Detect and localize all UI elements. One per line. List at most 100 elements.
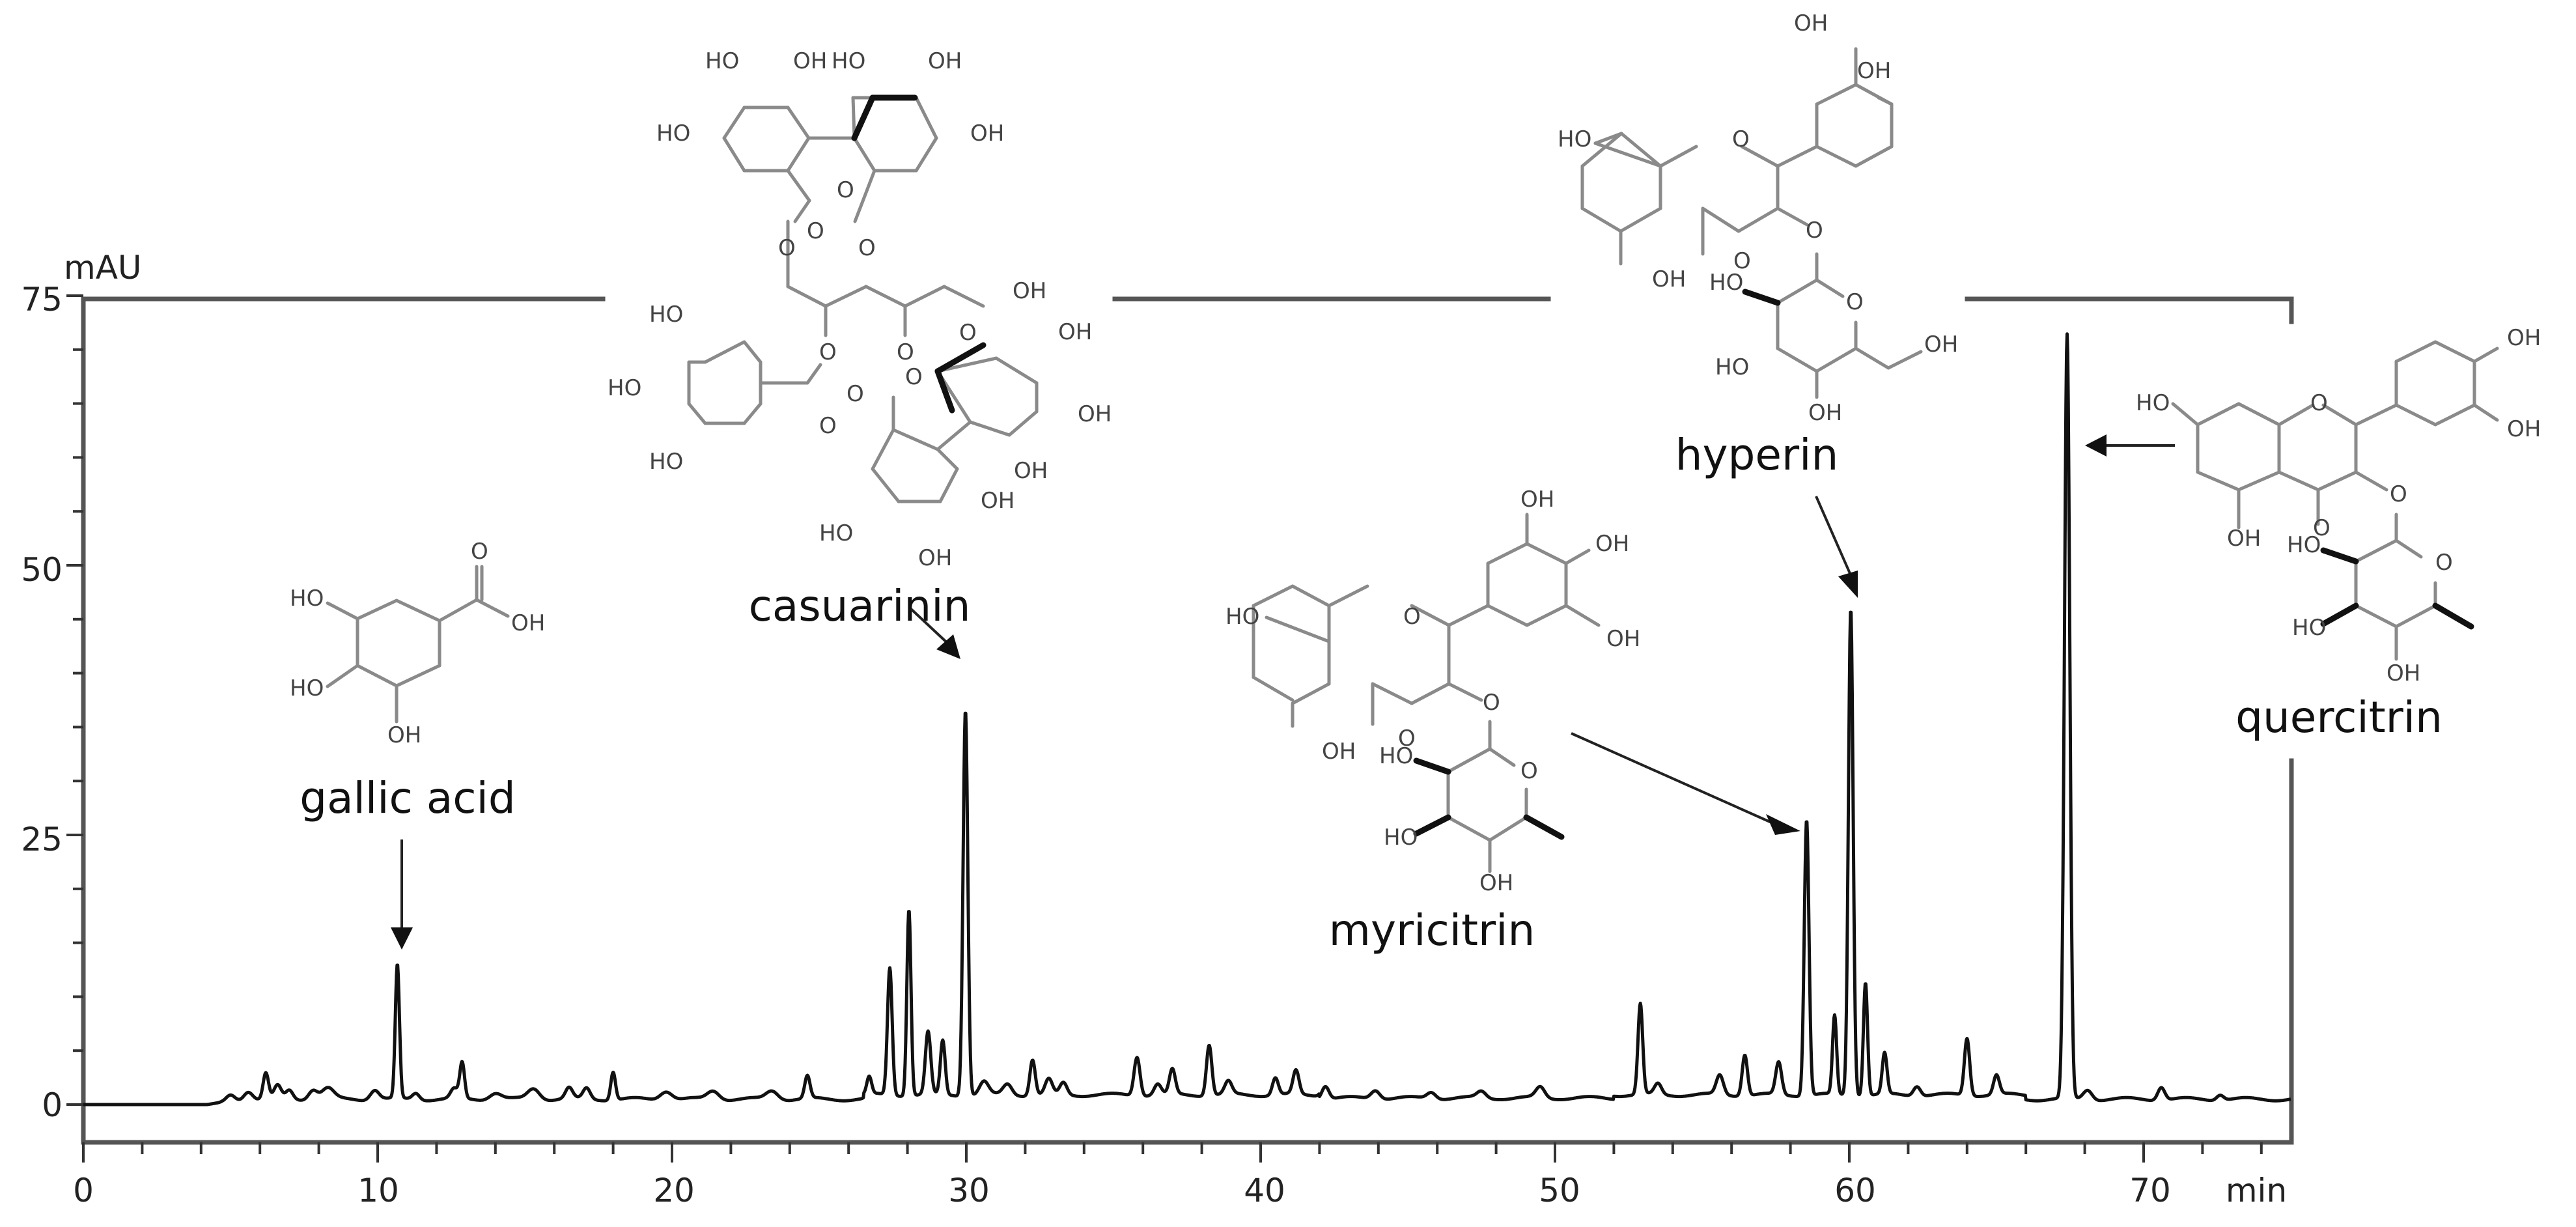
bond <box>1619 132 1662 168</box>
atom-label: O <box>471 539 488 565</box>
bond <box>1737 206 1780 233</box>
bond <box>936 420 972 451</box>
bond <box>1815 145 1858 168</box>
gallic-acid-label: gallic acid <box>300 773 516 823</box>
wedge-bond <box>934 368 955 414</box>
bond <box>891 428 940 451</box>
x-tick-label-0: 0 <box>73 1172 94 1209</box>
atom-label: HO <box>705 48 739 74</box>
x-tick-label-30: 30 <box>948 1172 990 1209</box>
bond <box>1486 542 1529 565</box>
wedge-bond <box>1523 814 1565 840</box>
bond <box>2196 470 2241 492</box>
atom-label: O <box>1733 248 1751 274</box>
wedge-bond <box>1413 757 1451 775</box>
bond <box>1740 145 1780 168</box>
x-tick-label-10: 10 <box>357 1172 399 1209</box>
atom-label: OH <box>1794 10 1828 36</box>
bond <box>786 169 811 203</box>
atom-label: OH <box>1808 400 1842 426</box>
bond <box>1446 747 1492 774</box>
bond <box>2237 470 2281 492</box>
bond <box>1327 584 1369 608</box>
bond <box>1815 278 1845 298</box>
bond <box>824 285 868 308</box>
bond <box>994 356 1039 385</box>
bond <box>475 598 510 618</box>
bond <box>2472 403 2499 422</box>
atom-label: O <box>1846 289 1864 315</box>
bond <box>903 285 946 308</box>
atom-label: HO <box>290 585 324 612</box>
bond <box>2321 403 2358 427</box>
atom-label: O <box>1806 218 1823 244</box>
bond <box>2316 470 2358 492</box>
bond <box>395 664 441 688</box>
atom-label: OH <box>2507 416 2541 442</box>
x-tick-label-40: 40 <box>1244 1172 1285 1209</box>
bond <box>1252 584 1295 608</box>
bond <box>914 96 938 140</box>
bond <box>687 402 707 425</box>
atom-label: O <box>1398 726 1416 752</box>
bond <box>2394 539 2423 559</box>
bond <box>1488 747 1516 767</box>
y-tick-labels: 75 50 25 0 <box>21 281 63 1124</box>
bond <box>1447 682 1483 702</box>
bond <box>703 340 746 364</box>
wedge-bond <box>934 342 987 374</box>
atom-label: O <box>2310 390 2328 416</box>
atom-label: O <box>847 381 864 407</box>
atom-label: OH <box>1058 319 1092 345</box>
wedge-bond <box>2320 547 2359 565</box>
atom-label: OH <box>1014 458 1048 484</box>
bond <box>2196 402 2241 427</box>
bond <box>1410 604 1451 627</box>
bond <box>871 428 895 471</box>
atom-label: OH <box>2227 526 2261 552</box>
bond <box>742 402 763 425</box>
wedge-bond <box>1742 289 1781 306</box>
bond <box>2354 604 2398 628</box>
bond <box>1776 278 1819 305</box>
atom-label: O <box>807 218 824 244</box>
x-tick-label-60: 60 <box>1834 1172 1876 1209</box>
bond <box>1410 682 1451 705</box>
bond <box>356 599 399 621</box>
bond <box>938 467 959 503</box>
atom-label: O <box>2313 515 2331 541</box>
atom-label: HO <box>2292 615 2326 641</box>
atom-label: O <box>2390 481 2407 507</box>
arrow-head-icon <box>391 927 413 950</box>
bond <box>805 363 822 385</box>
atom-label: O <box>858 235 876 261</box>
atom-label: OH <box>2387 660 2420 686</box>
x-tick-label-20: 20 <box>653 1172 695 1209</box>
bond <box>851 96 856 140</box>
bond <box>2394 604 2437 628</box>
bond <box>1488 815 1528 842</box>
bond <box>1580 132 1623 168</box>
bond <box>1447 604 1490 627</box>
bond <box>326 664 359 688</box>
bond <box>2433 403 2476 427</box>
atom-label: O <box>819 413 837 439</box>
bond <box>1877 96 1894 106</box>
atom-label: O <box>1483 690 1500 716</box>
atom-label: OH <box>918 545 952 571</box>
bond <box>326 601 359 621</box>
x-tick-label-70: 70 <box>2129 1172 2171 1209</box>
bond <box>356 664 399 688</box>
bond <box>936 447 959 471</box>
bond <box>871 467 901 503</box>
bond <box>1564 604 1601 627</box>
bond <box>2354 539 2398 563</box>
atom-label: OH <box>981 488 1015 514</box>
bond <box>1659 145 1698 168</box>
atom-label: OH <box>970 120 1004 147</box>
hyperin-arrow <box>1815 496 1858 598</box>
atom-label: O <box>1403 604 1421 630</box>
bond <box>2472 346 2499 363</box>
atom-label: HO <box>649 449 683 475</box>
atom-label: O <box>1732 126 1750 152</box>
